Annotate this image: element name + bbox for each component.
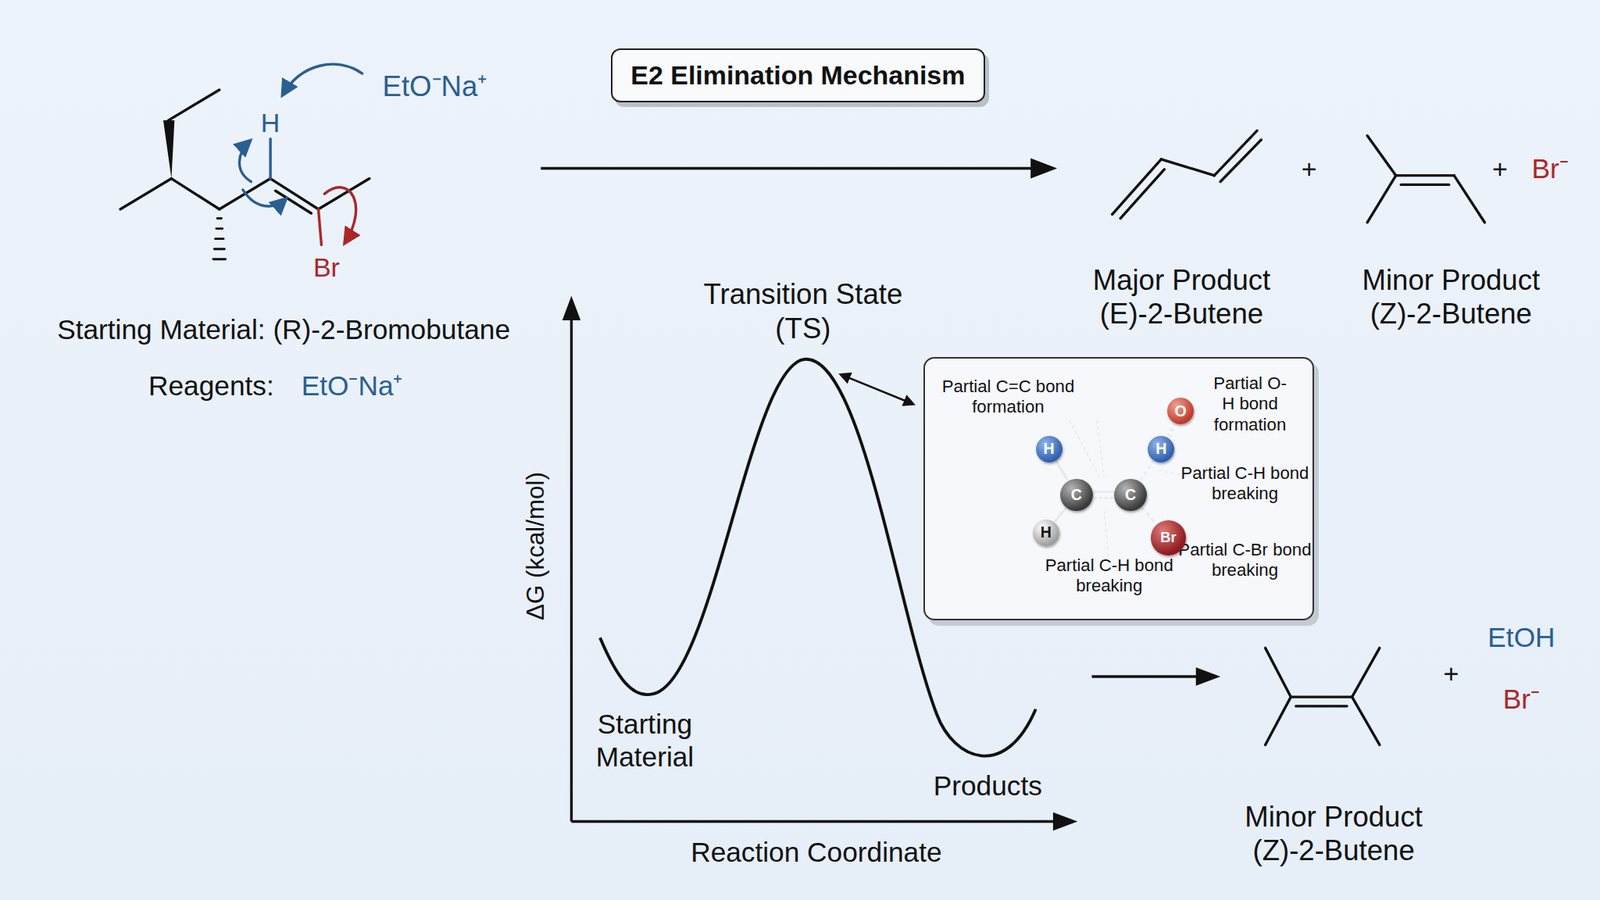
state-label: Starting Material [563, 708, 727, 774]
atom-sphere: H [1035, 435, 1063, 463]
atom-sphere: H [1147, 435, 1175, 463]
reaction-arrow [540, 157, 1058, 179]
atom-label: Br [313, 251, 340, 283]
annotation: Partial C-Br bond breaking [1177, 539, 1312, 581]
annotation: Partial O-H bond formation [1207, 373, 1292, 436]
state-label: Transition State (TS) [675, 277, 932, 345]
reagent-label: EtO⁻Na⁺ [301, 369, 404, 403]
atom-symbol: H [1040, 523, 1052, 542]
plus-sign: + [1442, 657, 1459, 690]
atom-symbol: O [1175, 402, 1187, 421]
annotation: Partial C-H bond breaking [1042, 554, 1177, 596]
plus-sign: + [1492, 152, 1508, 184]
title-box: E2 Elimination Mechanism [610, 48, 986, 103]
axis-label: ΔG (kcal/mol) [521, 471, 550, 621]
atom-symbol: H [1155, 439, 1167, 458]
atom-symbol: Br [1160, 528, 1176, 547]
atom-sphere: Br [1150, 520, 1186, 555]
annotation: Partial C=C bond formation [931, 376, 1085, 418]
starting-structure [120, 64, 370, 260]
axis-label: Reaction Coordinate [690, 835, 942, 869]
state-label: Products [933, 769, 1043, 803]
ion-label: Br⁻ [1531, 152, 1568, 186]
product-name: Minor Product (Z)-2-Butene [1323, 263, 1579, 331]
product-label: EtOH [1487, 621, 1555, 655]
product-name: Minor Product (Z)-2-Butene [1206, 800, 1462, 868]
title-text: E2 Elimination Mechanism [630, 60, 965, 91]
atom-label: H [260, 107, 281, 139]
product-name: Major Product (E)-2-Butene [1053, 263, 1310, 331]
inset-panel: Partial C=C bond formation Partial O-H bo… [923, 357, 1315, 621]
plus-sign: + [1301, 152, 1318, 184]
reagent-label: Reagents: [148, 369, 275, 403]
atom-sphere: H [1032, 519, 1060, 547]
atom-sphere: C [1114, 478, 1147, 512]
atom-sphere: C [1060, 478, 1093, 512]
atom-symbol: H [1043, 439, 1055, 458]
atom-symbol: C [1071, 485, 1083, 504]
atom-symbol: C [1125, 485, 1136, 504]
second-arrow [1092, 667, 1222, 686]
ion-label: Br⁻ [1503, 682, 1540, 716]
annotation: Partial C-H bond breaking [1177, 463, 1312, 504]
reagent-label: EtO⁻Na⁺ [382, 69, 488, 104]
atom-sphere: O [1167, 397, 1194, 425]
compound-name: Starting Material: (R)-2-Bromobutane [57, 313, 511, 347]
